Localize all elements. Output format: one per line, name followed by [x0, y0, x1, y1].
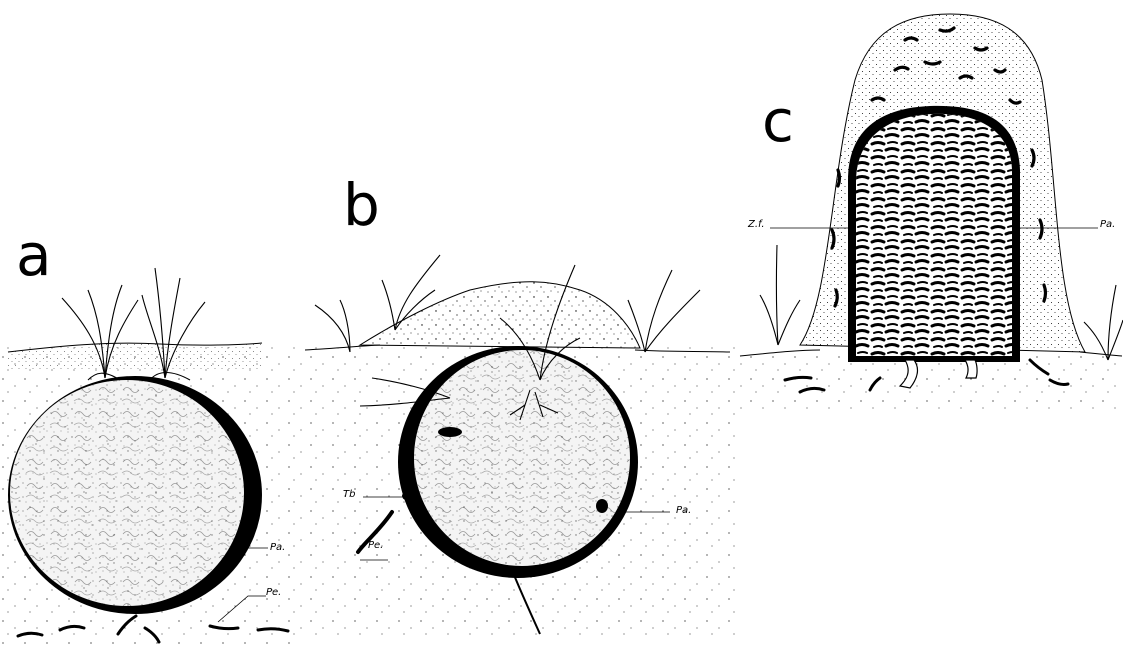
label-pa-b: Pa.	[676, 506, 691, 516]
fungus-stipple-a	[10, 380, 244, 606]
chamber-gap-b	[438, 427, 462, 437]
panel-b	[300, 255, 740, 640]
tunnel-opening-b	[402, 491, 418, 501]
comb-pattern-c	[856, 114, 1012, 356]
label-zf-c: Z.f.	[748, 220, 765, 230]
panel-c	[740, 14, 1123, 412]
panel-letter-b: b	[343, 176, 380, 234]
label-pa-c: Pa.	[1100, 220, 1115, 230]
label-tb-b: Tb	[343, 490, 355, 500]
panel-letter-c: c	[762, 92, 794, 150]
panel-a	[0, 268, 300, 645]
label-pe-a: Pe.	[266, 588, 281, 598]
mound-b	[360, 282, 640, 348]
wall-gap-b	[596, 499, 608, 513]
fungus-stipple-b	[414, 350, 630, 566]
panel-letter-a: a	[16, 226, 52, 284]
label-pa-a: Pa.	[270, 543, 285, 553]
label-pe-b: Pe.	[368, 541, 383, 551]
